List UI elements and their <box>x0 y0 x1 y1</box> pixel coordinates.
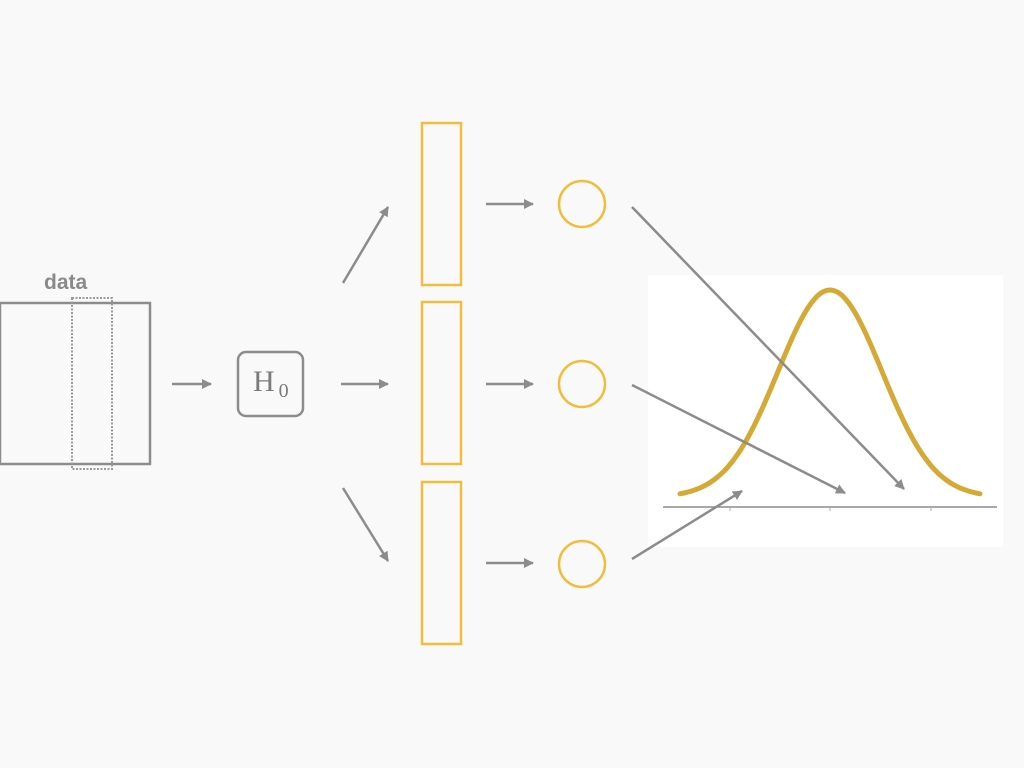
circle-icon <box>557 179 607 229</box>
null-hypothesis-box: H 0 <box>236 350 305 418</box>
arrow-icon <box>631 383 846 495</box>
arrow-icon <box>631 489 743 561</box>
resampled-dataset-1 <box>420 121 463 287</box>
data-matrix: data <box>0 271 152 470</box>
hypothesis-subscript: 0 <box>279 380 289 402</box>
data-column <box>71 297 113 470</box>
svg-text:H 0: H 0 <box>253 365 289 402</box>
null-distribution-plot <box>648 275 1003 547</box>
hypothesis-symbol: H <box>253 365 275 398</box>
arrow-icon <box>341 487 390 562</box>
resampled-dataset-3 <box>420 480 463 646</box>
resampled-dataset-2 <box>420 300 463 466</box>
circle-icon <box>557 359 607 409</box>
bell-curve <box>677 287 983 497</box>
data-label: data <box>44 271 88 294</box>
arrow-icon <box>341 206 390 284</box>
arrow-icon <box>631 206 905 490</box>
circle-icon <box>557 539 607 589</box>
